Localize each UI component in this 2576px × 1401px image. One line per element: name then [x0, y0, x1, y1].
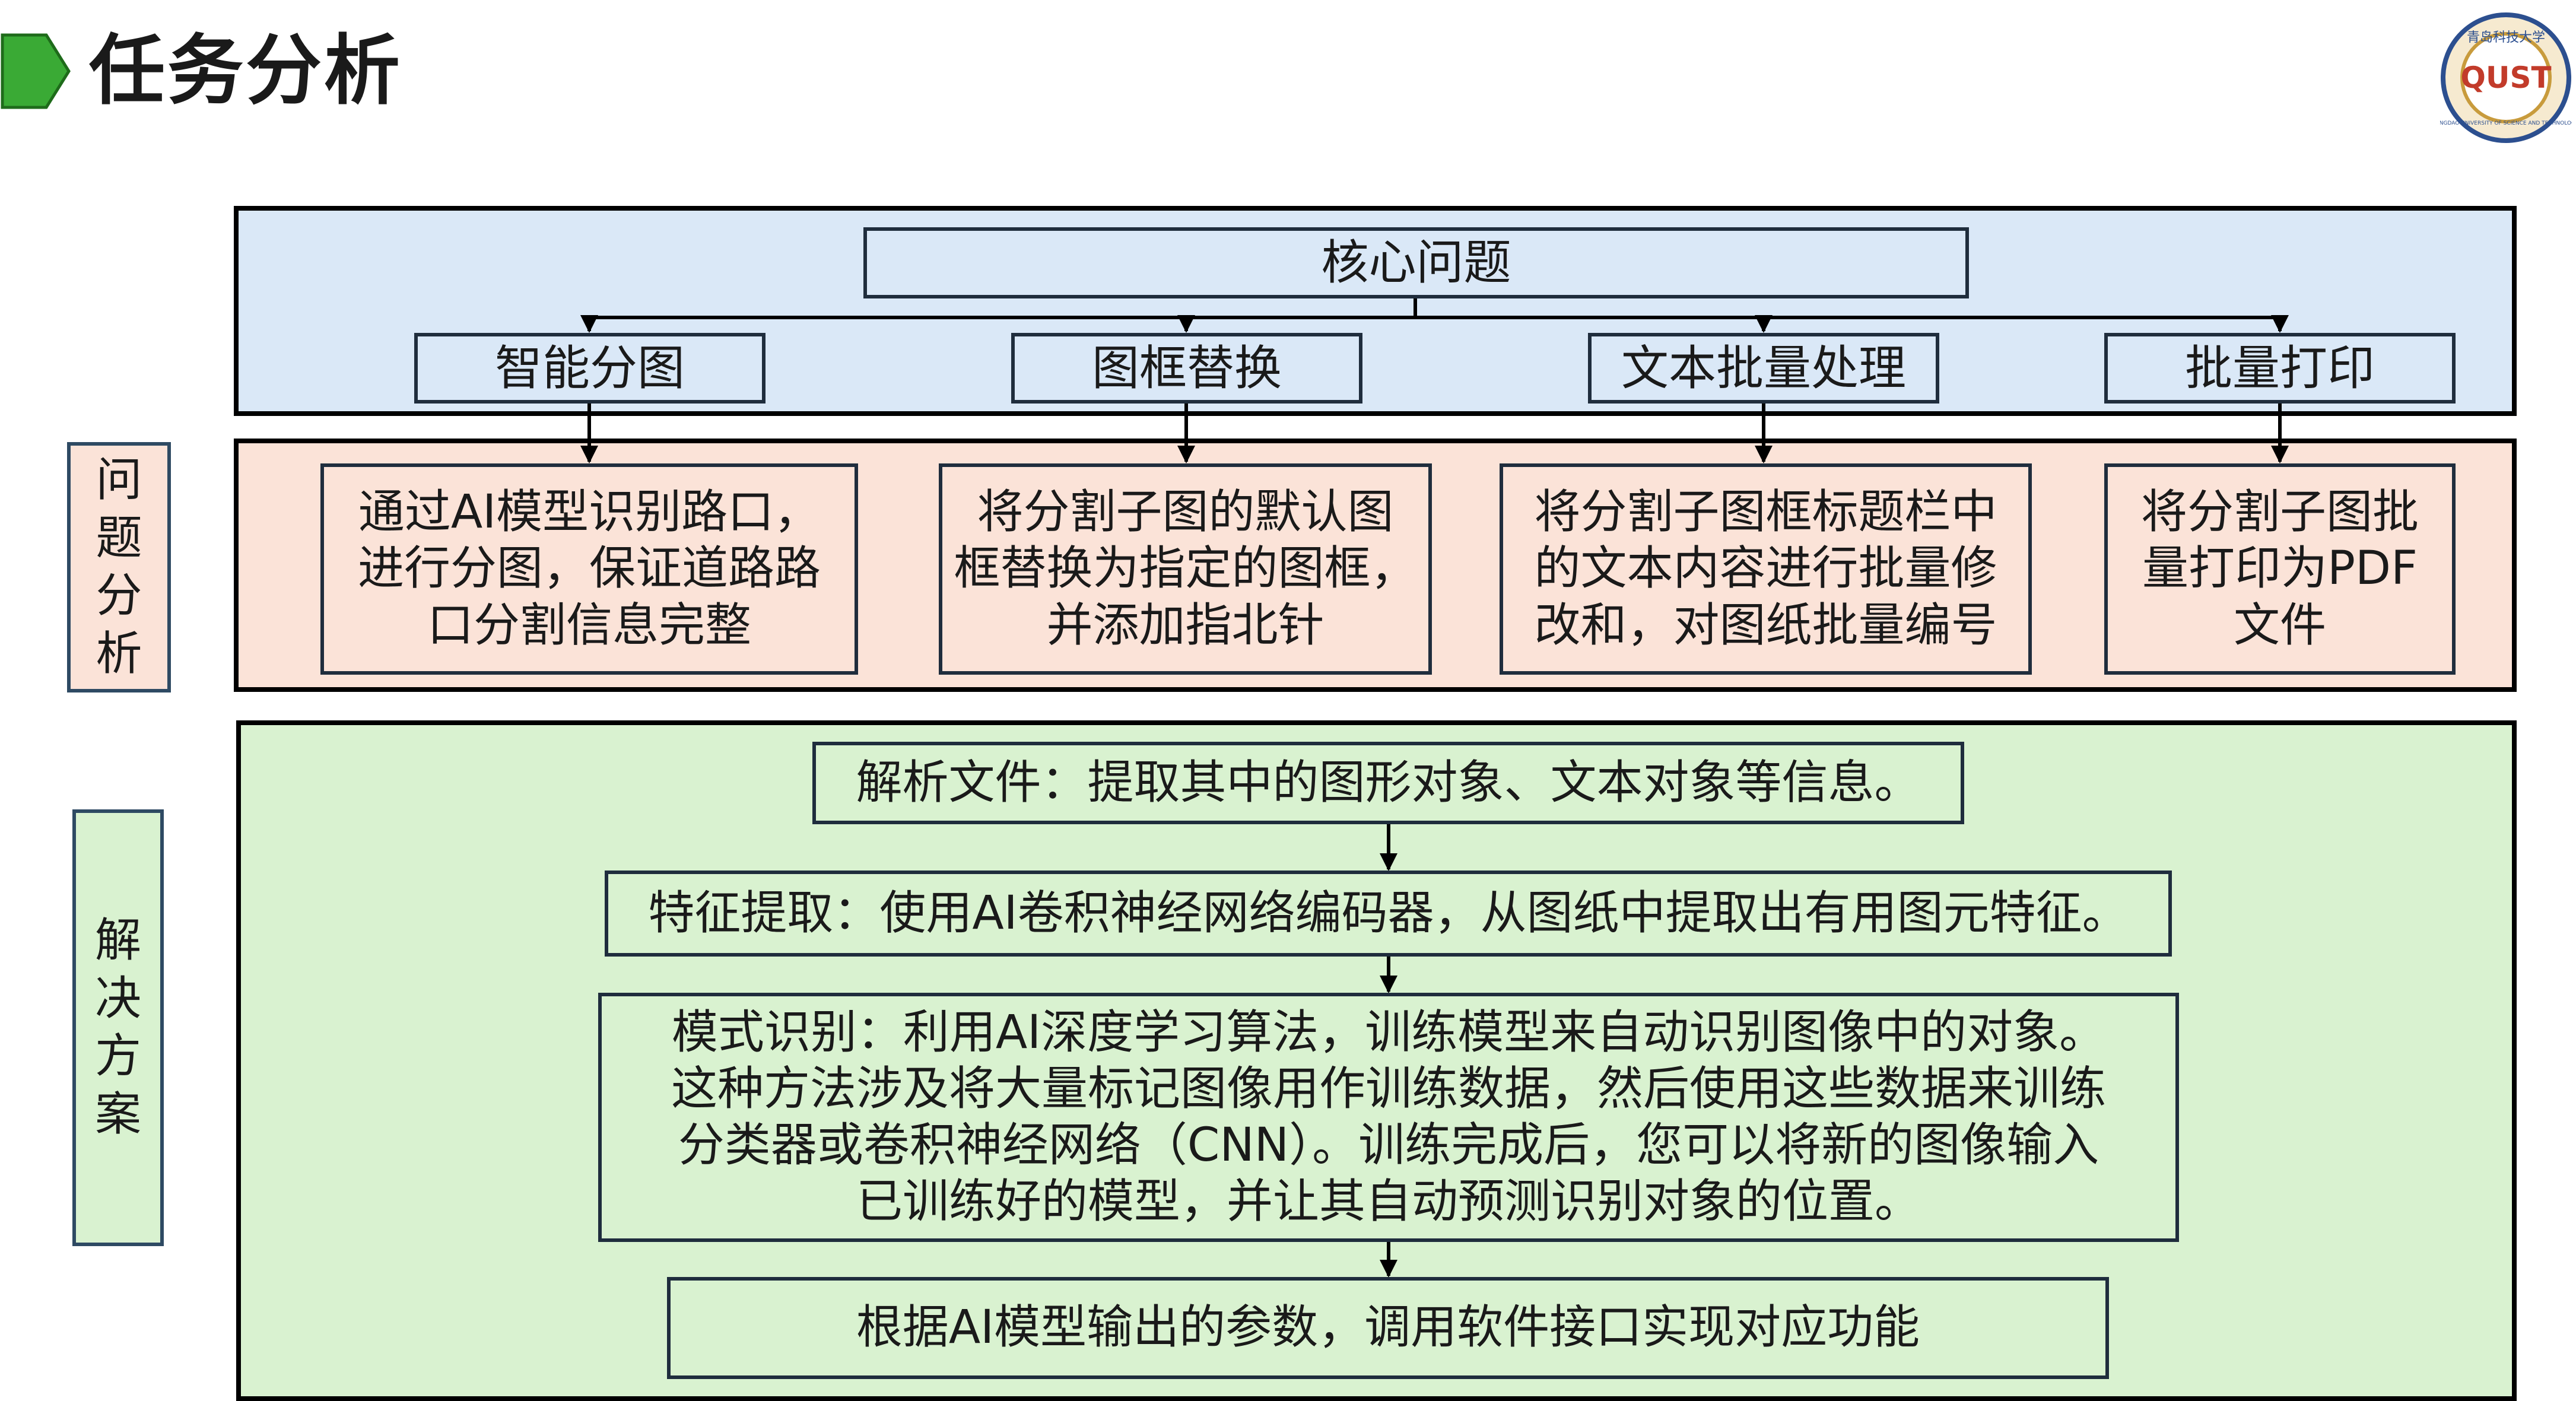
problem-batch-print: 批量打印 [2104, 333, 2456, 404]
analysis-batch-print: 将分割子图批 量打印为PDF 文件 [2104, 463, 2456, 675]
problem-smart-split: 智能分图 [414, 333, 766, 404]
analysis-frame-replace: 将分割子图的默认图 框替换为指定的图框， 并添加指北针 [939, 463, 1432, 675]
problem-analysis-panel [234, 439, 2517, 692]
analysis-smart-split: 通过AI模型识别路口， 进行分图，保证道路路 口分割信息完整 [320, 463, 858, 675]
step-call-software-api: 根据AI模型输出的参数，调用软件接口实现对应功能 [667, 1277, 2109, 1379]
step-parse-file: 解析文件：提取其中的图形对象、文本对象等信息。 [812, 742, 1964, 824]
logo-ring-text: QINGDAO UNIVERSITY OF SCIENCE AND TECHNO… [2440, 120, 2572, 126]
title-arrow-icon [0, 33, 71, 110]
core-problem-box: 核心问题 [863, 227, 1969, 298]
solution-panel [236, 720, 2517, 1401]
step-pattern-recognition: 模式识别：利用AI深度学习算法，训练模型来自动识别图像中的对象。 这种方法涉及将… [598, 993, 2179, 1242]
core-problem-panel [234, 206, 2517, 416]
analysis-text-batch: 将分割子图框标题栏中 的文本内容进行批量修 改和，对图纸批量编号 [1500, 463, 2032, 675]
analysis-side-label: 问 题 分 析 [67, 442, 171, 692]
problem-text-batch: 文本批量处理 [1588, 333, 1939, 404]
logo-top-text: 青岛科技大学 [2467, 30, 2545, 45]
problem-frame-replace: 图框替换 [1011, 333, 1362, 404]
solution-side-label: 解 决 方 案 [72, 809, 164, 1246]
page-title: 任务分析 [89, 27, 403, 115]
step-feature-extraction: 特征提取：使用AI卷积神经网络编码器，从图纸中提取出有用图元特征。 [605, 871, 2172, 957]
logo-text: QUST [2460, 61, 2551, 95]
university-logo: 青岛科技大学 QUST QINGDAO UNIVERSITY OF SCIENC… [2434, 12, 2576, 144]
